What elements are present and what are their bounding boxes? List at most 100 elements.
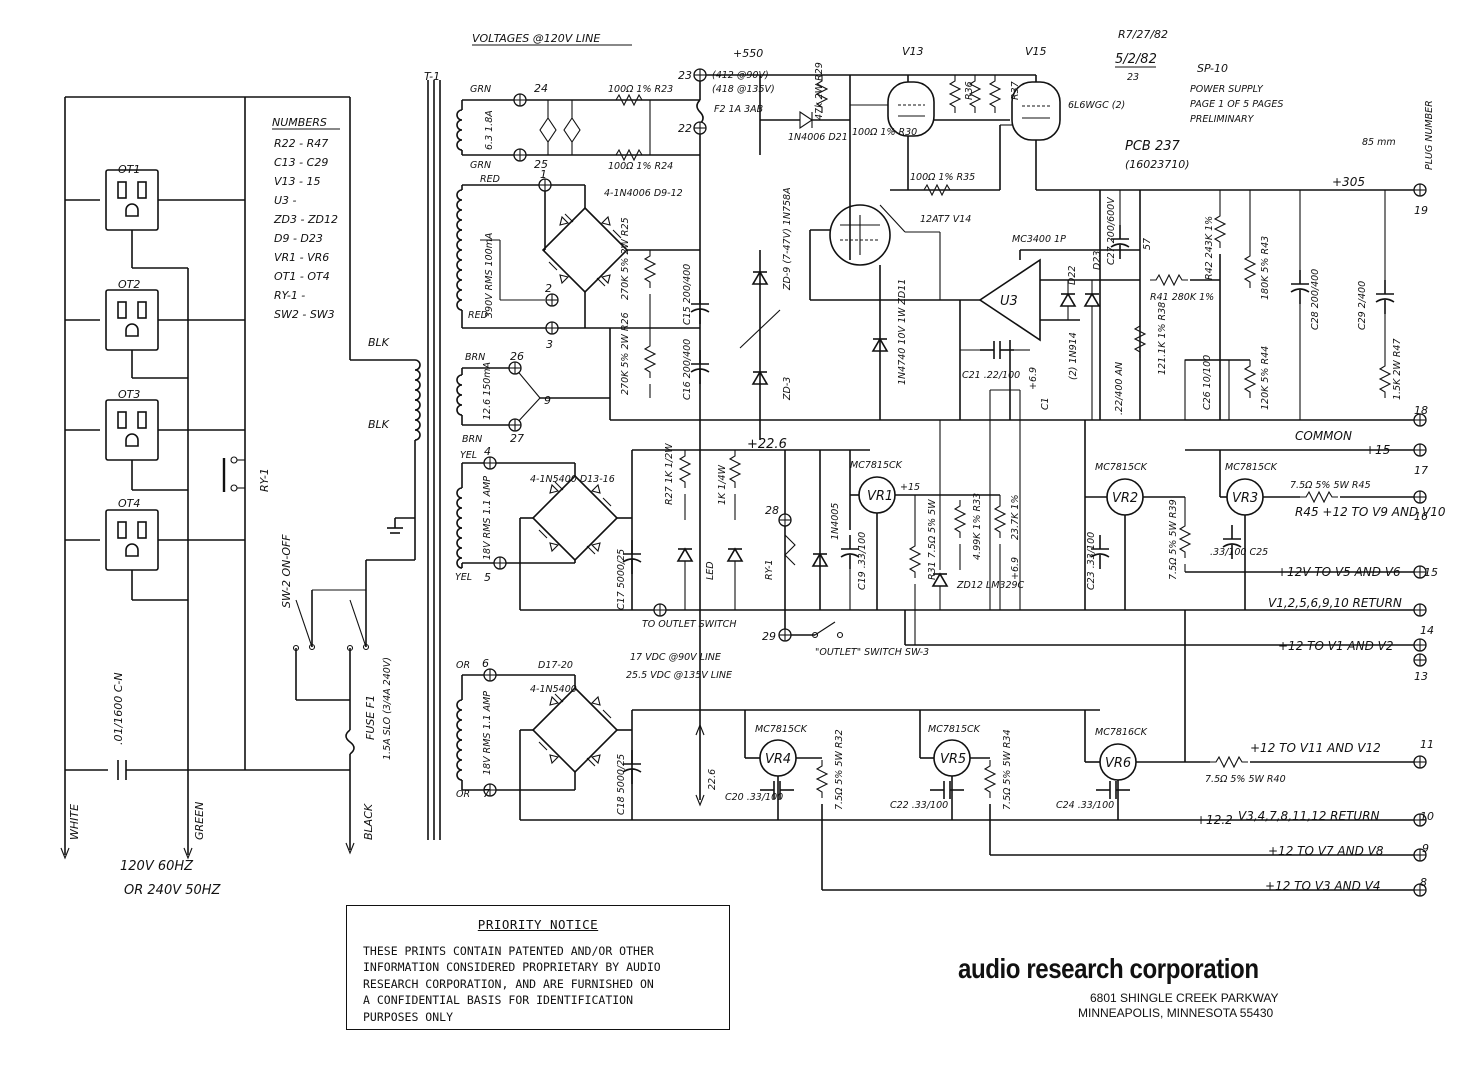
vreg-vr1-label: VR1	[867, 489, 893, 504]
output-v1-v2-label: +12 TO V1 AND V2	[1278, 639, 1393, 653]
node-numbers: 24 25 1 2 3 26 27 4 5 6 7 23 22 28 29 9	[482, 69, 779, 800]
fuse-f2-label: F2 1A 3AB	[714, 104, 763, 115]
resistor-r28-label: 1K 1/4W	[717, 464, 728, 505]
resistor-r31-label: R31 7.5Ω 5% 5W	[927, 499, 938, 580]
output-pin-11: 11	[1420, 738, 1434, 751]
priority-notice: PRIORITY NOTICE THESE PRINTS CONTAIN PAT…	[346, 905, 730, 1030]
tube-v13-label: V13	[902, 45, 924, 58]
resistor-r47-label: 1.5K 2W R47	[1392, 338, 1403, 400]
notice-line: A CONFIDENTIAL BASIS FOR IDENTIFICATION	[363, 993, 634, 1008]
wire-yel-bottom: YEL	[455, 572, 472, 583]
voltage-22v6-label: 22.6	[707, 769, 718, 790]
zener-zd3-label: ZD-3	[782, 377, 793, 401]
output-v3-v4-label: +12 TO V3 AND V4	[1265, 879, 1380, 893]
resistor-r45-label: 7.5Ω 5% 5W R45	[1290, 480, 1371, 491]
svg-text:3: 3	[546, 338, 553, 351]
resistor-r38-label: 121.1K 1% R38	[1157, 302, 1168, 375]
outlet-ot2	[105, 289, 159, 351]
rail-22v-label: +22.6	[747, 437, 787, 452]
outlet-switch-note: TO OUTLET SWITCH	[642, 619, 736, 630]
resistor-r36-label: R36	[964, 81, 975, 100]
line-cap-label: .01/1600 C-N	[112, 672, 125, 745]
output-common-label: COMMON	[1295, 429, 1352, 443]
labels: VOLTAGES @120V LINE R7/27/82 5/2/82 23 S…	[68, 28, 1446, 898]
resistor-r40-label: 7.5Ω 5% 5W R40	[1205, 774, 1286, 785]
hv-note-2: (418 @135V)	[712, 84, 775, 95]
output-v1-return-label: V1,2,5,6,9,10 RETURN	[1268, 596, 1402, 610]
numbers-title: NUMBERS	[272, 116, 327, 129]
vreg-vr4-type: MC7815CK	[755, 724, 808, 735]
svg-text:1: 1	[540, 168, 547, 181]
output-pin-16: 16	[1414, 510, 1428, 523]
resistor-r43-label: 180K 5% R43	[1260, 236, 1271, 300]
hv-section	[520, 74, 1420, 800]
output-15v-label: +15	[1365, 443, 1390, 457]
vreg-vr4-label: VR4	[765, 752, 791, 767]
bridge-hv-label: 4-1N4006 D9-12	[604, 188, 683, 199]
wire-or-top: OR	[456, 660, 470, 671]
wire-grn-bottom: GRN	[470, 160, 491, 171]
cap-c28-label: C28 200/400	[1310, 269, 1321, 330]
cap-c18-label: C18 5000/25	[616, 754, 627, 815]
wire-grn-top: GRN	[470, 84, 491, 95]
bridge-lv2-label: 4-1N5400	[530, 684, 577, 695]
svg-text:9: 9	[544, 394, 551, 407]
plug-numbers: PLUG NUMBER	[1424, 100, 1435, 170]
svg-text:5: 5	[484, 571, 491, 584]
primary-blk-bottom: BLK	[368, 418, 390, 431]
cap-c25-label: .33/100 C25	[1210, 547, 1268, 558]
sheet-title: POWER SUPPLY	[1190, 84, 1264, 95]
wire-red-bottom: RED	[468, 310, 488, 321]
output-pin-8: 8	[1420, 876, 1427, 889]
cap-c23-label: C23 .33/100	[1086, 532, 1097, 590]
winding-12v-rating: 12.6 150mA	[482, 362, 493, 420]
outlet-label-ot1: OT1	[118, 163, 140, 176]
transformer-name: T-1	[424, 70, 440, 83]
notice-body: THESE PRINTS CONTAIN PATENTED AND/OR OTH…	[363, 943, 723, 1025]
vreg-vr5-type: MC7815CK	[928, 724, 981, 735]
svg-text:23: 23	[678, 69, 692, 82]
svg-text:C13 - C29: C13 - C29	[274, 156, 328, 169]
sheet-page: PAGE 1 OF 5 PAGES	[1190, 99, 1283, 110]
company-name: audio research corporation	[958, 953, 1259, 984]
wire-brn-top: BRN	[465, 352, 485, 363]
hv-rail-label: +550	[733, 47, 763, 60]
line-voltage-1: 120V 60HZ	[120, 859, 194, 874]
output-v9-v10-label: R45 +12 TO V9 AND V10	[1295, 505, 1446, 519]
wire-red-top: RED	[480, 174, 500, 185]
resistor-r34-voltage: +6.9	[1010, 557, 1021, 580]
notice-title: PRIORITY NOTICE	[477, 917, 599, 932]
mains-section	[60, 96, 415, 860]
cap-c27-label: C27 200/600V	[1106, 196, 1117, 265]
zener-zd12-label: ZD12 LM329C	[956, 580, 1025, 591]
output-labels: +305 19 COMMON 18 +15 17 R45 +12 TO V9 A…	[1196, 175, 1446, 893]
resistor-r27-label: R27 1K 1/2W	[664, 443, 675, 505]
tube-v14	[829, 204, 891, 266]
resistor-r41-label: R41 280K 1%	[1150, 292, 1214, 303]
output-terminals	[1413, 183, 1427, 897]
svg-text:2: 2	[545, 282, 552, 295]
fuse-rating: 1.5A SLO (3/4A 240V)	[382, 657, 393, 760]
cap-ann-label: .22/400 AN	[1114, 362, 1125, 415]
wire-black-label: BLACK	[362, 803, 375, 840]
diode-d22-label: D22	[1067, 266, 1078, 285]
svg-text:ZD3 - ZD12: ZD3 - ZD12	[273, 213, 338, 226]
switch-sw3-label: "OUTLET" SWITCH SW-3	[815, 647, 929, 658]
led-label: LED	[705, 561, 716, 580]
output-pin-17: 17	[1414, 464, 1428, 477]
revision-date: R7/27/82	[1118, 28, 1168, 41]
output-pin-19: 19	[1414, 204, 1428, 217]
relay-coil-label: RY-1	[764, 559, 775, 580]
vreg-vr2-label: VR2	[1112, 491, 1138, 506]
svg-text:22: 22	[678, 122, 692, 135]
vreg-vr6-type: MC7816CK	[1095, 727, 1148, 738]
svg-text:27: 27	[510, 432, 524, 445]
svg-text:7: 7	[483, 787, 490, 800]
resistor-r44-label: 120K 5% R44	[1260, 346, 1271, 410]
output-v11-v12-label: +12 TO V11 AND V12	[1250, 741, 1381, 755]
numbers-list: R22 - R47 C13 - C29 V13 - 15 U3 - ZD3 - …	[273, 137, 338, 321]
svg-text:SW2 - SW3: SW2 - SW3	[274, 308, 335, 321]
output-pin-10: 10	[1420, 810, 1434, 823]
svg-text:OT1 - OT4: OT1 - OT4	[274, 270, 330, 283]
date: 5/2/82	[1115, 52, 1157, 67]
